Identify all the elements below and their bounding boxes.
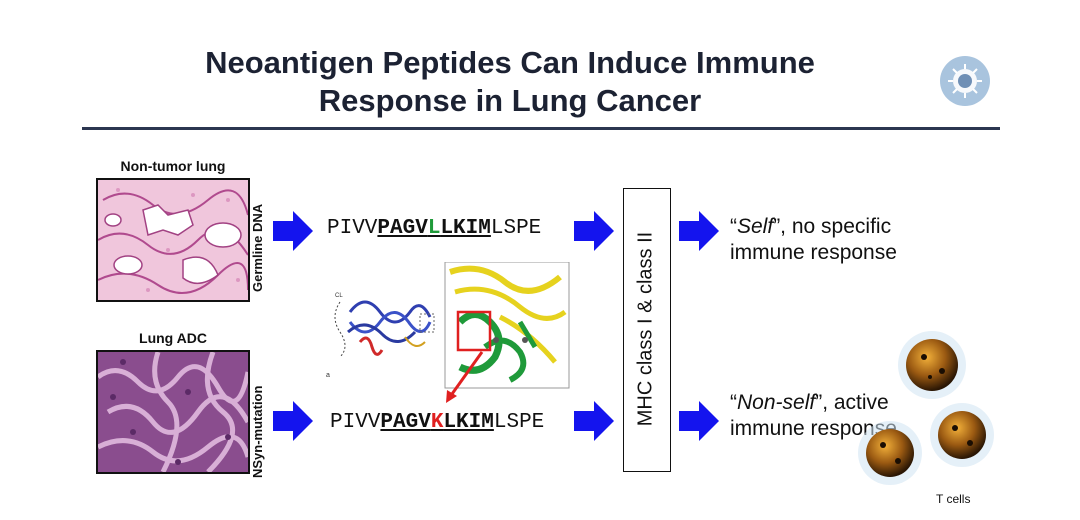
membrane-helix-sketch: CL a [326,293,435,379]
mutant-peptide-sequence: PIVVPAGVKLKIMLSPE [330,411,545,434]
nsyn-mutation-label: NSyn-mutation [250,385,265,478]
t-cell-icon [930,403,994,467]
lung-adc-image [96,350,250,474]
arrow-right-icon [574,211,614,251]
t-cell-icon [898,331,966,399]
arrow-right-icon [679,211,719,251]
germline-peptide-sequence: PIVVPAGVLLKIMLSPE [327,217,542,240]
mutant-residue: K [430,411,444,434]
non-tumor-lung-label: Non-tumor lung [120,158,226,174]
germline-residue: L [427,217,441,240]
slide-title: Neoantigen Peptides Can Induce Immune Re… [80,44,940,120]
mhc-presentation-box [623,188,671,472]
protein-ribbon [449,265,567,383]
mhc-class-label: MHC class I & class II [634,231,657,427]
arrow-right-icon [574,401,614,441]
svg-text:a: a [326,372,330,379]
title-divider [82,127,1000,130]
arrow-right-icon [679,401,719,441]
title-line-2: Response in Lung Cancer [318,83,702,118]
logo-icon [940,56,990,106]
t-cells-label: T cells [936,492,971,506]
non-tumor-lung-image [96,178,250,302]
svg-text:CL: CL [335,293,343,299]
mutation-site-box [456,310,492,352]
arrow-right-icon [273,401,313,441]
protein-structure-figure: CL a [326,262,570,403]
nonself-response-text: “Non-self”, active immune response [730,391,897,440]
t-cell-icon [858,421,922,485]
lung-adc-label: Lung ADC [139,330,207,346]
self-response-text: “Self”, no specific immune response [730,215,897,264]
title-line-1: Neoantigen Peptides Can Induce Immune [205,45,815,80]
t-cells-illustration [858,331,994,485]
germline-dna-label: Germline DNA [250,203,265,292]
arrow-right-icon [273,211,313,251]
